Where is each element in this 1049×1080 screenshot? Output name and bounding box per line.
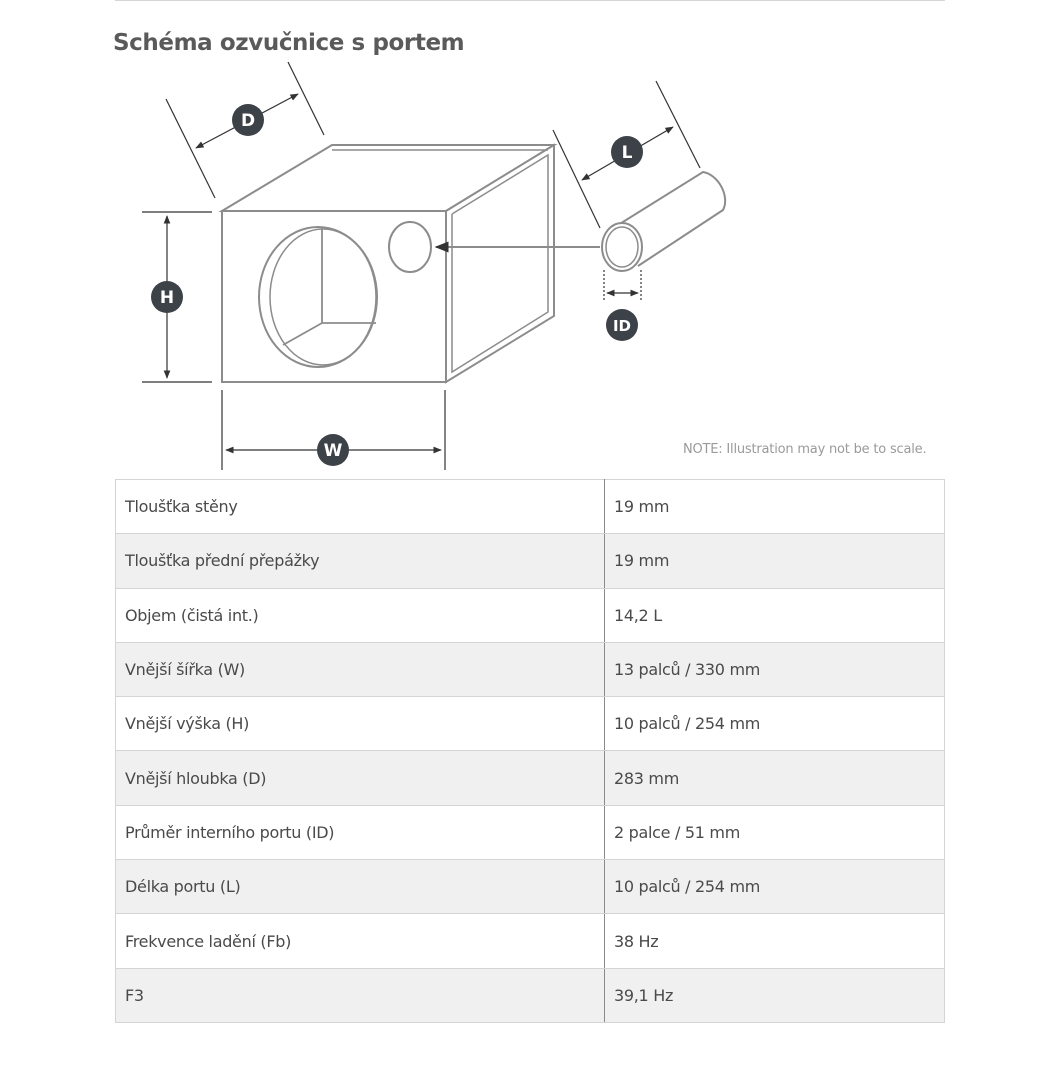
badge-l-label: L — [622, 143, 633, 163]
spec-value: 14,2 L — [604, 587, 945, 643]
badge-d-label: D — [241, 111, 255, 131]
spec-value: 19 mm — [604, 533, 945, 589]
spec-value: 13 palců / 330 mm — [604, 641, 945, 698]
badge-d — [232, 104, 264, 136]
table-row: Délka portu (L)10 palců / 254 mm — [115, 859, 945, 915]
port-tube — [601, 170, 727, 272]
badge-w-label: W — [324, 441, 343, 461]
enclosure-diagram: D L H W ID — [142, 61, 727, 470]
table-row: Frekvence ladění (Fb)38 Hz — [115, 913, 945, 969]
badge-l — [611, 136, 643, 168]
spec-label: Vnější výška (H) — [115, 696, 605, 752]
spec-value: 19 mm — [604, 478, 945, 535]
spec-label: Objem (čistá int.) — [115, 587, 605, 643]
spec-value: 283 mm — [604, 750, 945, 806]
badge-h — [151, 281, 183, 313]
top-divider — [115, 0, 945, 1]
scale-note: NOTE: Illustration may not be to scale. — [683, 442, 927, 457]
spec-label: Vnější hloubka (D) — [115, 750, 605, 806]
spec-value: 2 palce / 51 mm — [604, 804, 945, 861]
inner-diameter-dimension — [603, 270, 642, 302]
spec-value: 39,1 Hz — [604, 967, 945, 1023]
spec-label: Délka portu (L) — [115, 859, 605, 915]
spec-value: 10 palců / 254 mm — [604, 859, 945, 915]
spec-label: Průměr interního portu (ID) — [115, 804, 605, 861]
spec-label: F3 — [115, 967, 605, 1023]
spec-value: 38 Hz — [604, 913, 945, 969]
port-opening — [388, 221, 432, 273]
table-row: Průměr interního portu (ID)2 palce / 51 … — [115, 804, 945, 861]
table-row: Vnější šířka (W)13 palců / 330 mm — [115, 641, 945, 698]
spec-label: Tloušťka stěny — [115, 478, 605, 535]
table-row: Objem (čistá int.)14,2 L — [115, 587, 945, 643]
spec-label: Frekvence ladění (Fb) — [115, 913, 605, 969]
badge-h-label: H — [160, 288, 174, 308]
table-row: Vnější hloubka (D)283 mm — [115, 750, 945, 806]
page-title: Schéma ozvučnice s portem — [113, 30, 465, 56]
badge-id — [606, 309, 638, 341]
badge-id-label: ID — [613, 317, 631, 335]
spec-label: Tloušťka přední přepážky — [115, 533, 605, 589]
spec-value: 10 palců / 254 mm — [604, 696, 945, 752]
table-row: Vnější výška (H)10 palců / 254 mm — [115, 696, 945, 752]
woofer-cutout — [258, 226, 378, 368]
badge-w — [317, 434, 349, 466]
spec-label: Vnější šířka (W) — [115, 641, 605, 698]
